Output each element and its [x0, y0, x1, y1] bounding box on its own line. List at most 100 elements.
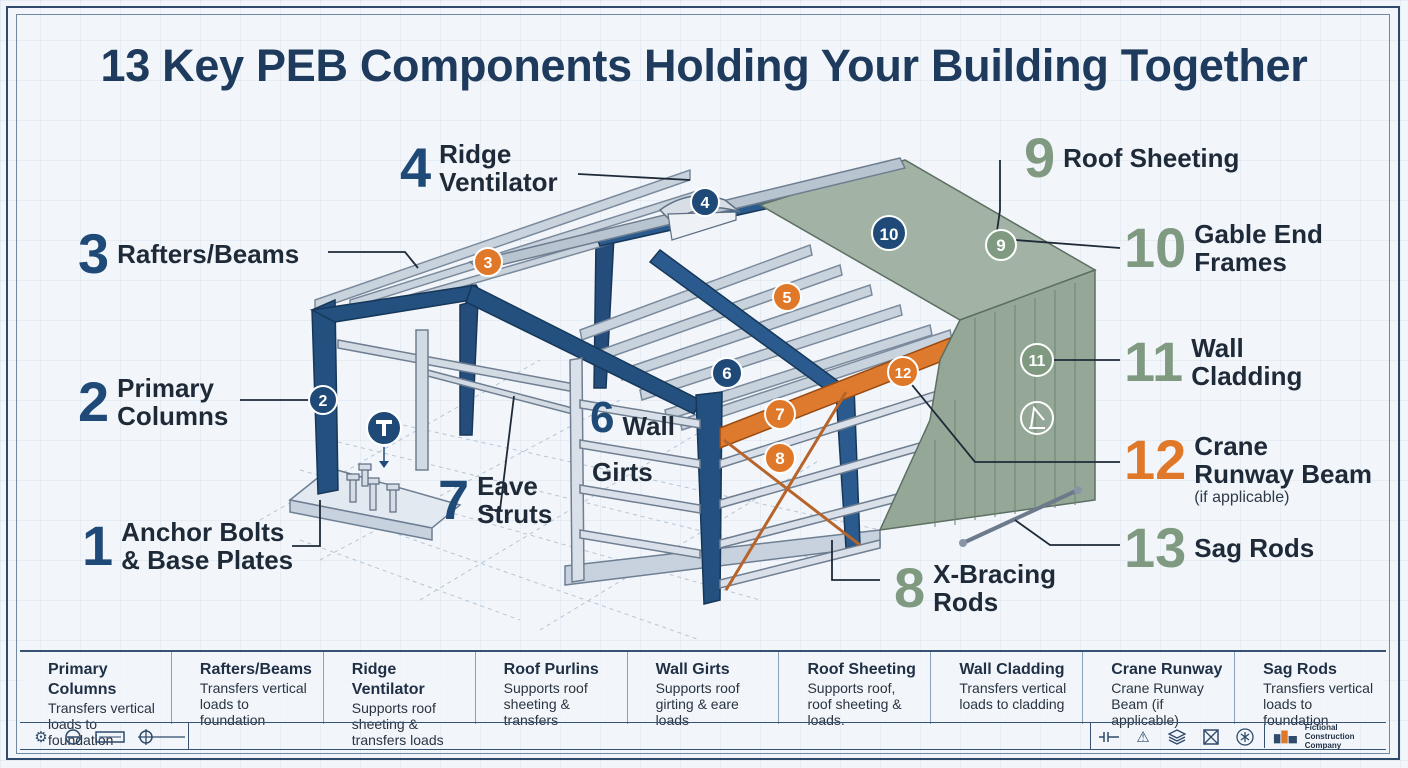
summary-desc: Supports roof, roof sheeting & loads. — [807, 680, 902, 728]
summary-cell: Primary Columns Transfers vertical loads… — [20, 652, 172, 748]
company-logo-block: Fictional Construction Company — [1264, 722, 1386, 750]
company-name: Fictional Construction Company — [1304, 722, 1355, 750]
wall-cladding — [878, 268, 1096, 531]
callout-x-bracing-rods: 8 X-Bracing Rods — [894, 556, 1056, 619]
layers-icon — [1166, 726, 1188, 748]
callout-label: Anchor Bolts & Base Plates — [121, 517, 294, 575]
svg-text:11: 11 — [1029, 353, 1046, 370]
callout-number: 8 — [894, 556, 926, 619]
company-logo-icon — [1273, 730, 1297, 744]
svg-text:7: 7 — [775, 405, 784, 424]
callout-sublabel: (if applicable) — [1194, 489, 1290, 506]
summary-desc: Supports roof sheeting & transfers — [503, 680, 588, 728]
crane-icon — [1020, 401, 1054, 435]
callout-number: 12 — [1124, 428, 1187, 491]
summary-desc: Transfers vertical loads to cladding — [959, 680, 1067, 712]
callout-number: 1 — [82, 514, 114, 577]
marker-3: 3 — [473, 247, 503, 277]
callout-number: 6 — [590, 393, 615, 442]
marker-2: 2 — [308, 385, 338, 415]
title-block-footer: ⚙ ⚠ Fictional Constructi — [20, 722, 1386, 750]
sag-rod — [959, 486, 1082, 547]
crosshair-icon — [136, 726, 188, 748]
summary-title: Sag Rods — [1263, 661, 1337, 678]
svg-text:12: 12 — [895, 365, 912, 382]
marker-8: 8 — [764, 442, 796, 474]
summary-desc: Crane Runway Beam (if applicable) — [1111, 680, 1204, 728]
svg-text:9: 9 — [996, 236, 1005, 255]
footer-left-icons: ⚙ — [30, 725, 188, 749]
callout-ridge-ventilator: 4 Ridge Ventilator — [400, 136, 558, 199]
summary-title: Primary Columns — [48, 661, 117, 698]
summary-title: Rafters/Beams — [199, 661, 312, 678]
callout-label: Eave Struts — [477, 471, 553, 529]
callout-primary-columns: 2 Primary Columns — [78, 370, 228, 433]
callout-label: Crane Runway Beam — [1194, 431, 1373, 489]
summary-cell: Wall Cladding Transfers vertical loads t… — [931, 652, 1084, 724]
summary-cell: Ridge Ventilator Supports roof sheeting … — [324, 652, 476, 748]
building-diagram: 2 3 4 5 6 7 8 9 — [240, 157, 1121, 641]
summary-title: Roof Purlins — [503, 661, 599, 678]
marker-5: 5 — [772, 282, 802, 312]
summary-cell: Rafters/Beams Transfers vertical loads t… — [172, 652, 324, 728]
callout-label-wrap: Crane Runway Beam (if applicable) — [1194, 432, 1372, 508]
svg-text:5: 5 — [783, 290, 792, 307]
callout-label: Sag Rods — [1194, 533, 1315, 563]
callout-label-girts: Girts — [592, 457, 653, 487]
svg-text:6: 6 — [722, 364, 731, 383]
marker-11: 11 — [1020, 343, 1054, 377]
callout-sag-rods: 13 Sag Rods — [1124, 520, 1314, 576]
callout-eave-struts: 7 Eave Struts — [438, 468, 553, 531]
callout-label: Wall Cladding — [1191, 333, 1303, 391]
marker-10: 10 — [871, 215, 907, 251]
component-summary-table: Primary Columns Transfers vertical loads… — [20, 650, 1386, 748]
anchor-bolts — [346, 463, 400, 513]
callout-label: Ridge Ventilator — [439, 139, 558, 197]
callout-number: 9 — [1024, 126, 1056, 189]
callout-label: Gable End Frames — [1194, 219, 1323, 277]
summary-cell: Crane Runway Crane Runway Beam (if appli… — [1083, 652, 1236, 728]
callout-anchor-bolts: 1 Anchor Bolts & Base Plates — [82, 514, 294, 577]
gear-icon: ⚙ — [34, 729, 48, 746]
callout-number: 3 — [78, 222, 110, 285]
callout-label: Roof Sheeting — [1063, 143, 1240, 173]
summary-cell: Roof Purlins Supports roof sheeting & tr… — [476, 652, 628, 728]
callout-number: 13 — [1124, 516, 1187, 579]
footer-divider — [188, 723, 189, 749]
callout-number: 10 — [1124, 216, 1187, 279]
svg-text:2: 2 — [319, 393, 328, 410]
summary-desc: Transfiers vertical loads to foundation — [1263, 680, 1374, 728]
summary-desc: Transfers vertical loads to foundation — [199, 680, 307, 728]
component-markers: 2 3 4 5 6 7 8 9 — [308, 187, 1054, 474]
callout-number: 4 — [400, 136, 432, 199]
summary-title: Ridge Ventilator — [351, 661, 425, 698]
summary-desc: Supports roof girting & eare loads — [655, 680, 740, 728]
resistor-icon — [1098, 726, 1120, 748]
eave-struts — [337, 329, 581, 471]
callout-number: 7 — [438, 468, 470, 531]
callout-wall-cladding: 11 Wall Cladding — [1124, 330, 1303, 393]
summary-desc: Transfers vertical loads to foundation — [48, 700, 155, 748]
footer-divider — [1090, 723, 1091, 749]
wall-girts — [569, 357, 941, 589]
inner-frame — [16, 14, 1390, 754]
asterisk-icon — [1234, 726, 1256, 748]
summary-title: Crane Runway — [1111, 661, 1223, 678]
outer-frame — [6, 6, 1400, 760]
x-bracing-rods — [723, 391, 861, 591]
svg-text:10: 10 — [880, 225, 899, 244]
marker-6: 6 — [711, 357, 743, 389]
warning-icon: ⚠ — [1136, 729, 1150, 746]
anchor-bolt-icon — [366, 410, 402, 468]
marker-12: 12 — [887, 356, 919, 388]
summary-cell: Wall Girts Supports roof girting & eare … — [628, 652, 780, 728]
callout-number: 2 — [78, 370, 110, 433]
svg-text:4: 4 — [701, 195, 710, 212]
callout-label: X-Bracing Rods — [933, 559, 1056, 617]
marker-4: 4 — [690, 187, 720, 217]
callout-number: 11 — [1124, 330, 1184, 393]
summary-title: Roof Sheeting — [807, 661, 916, 678]
svg-text:8: 8 — [775, 449, 784, 468]
callout-roof-sheeting: 9 Roof Sheeting — [1024, 130, 1239, 186]
